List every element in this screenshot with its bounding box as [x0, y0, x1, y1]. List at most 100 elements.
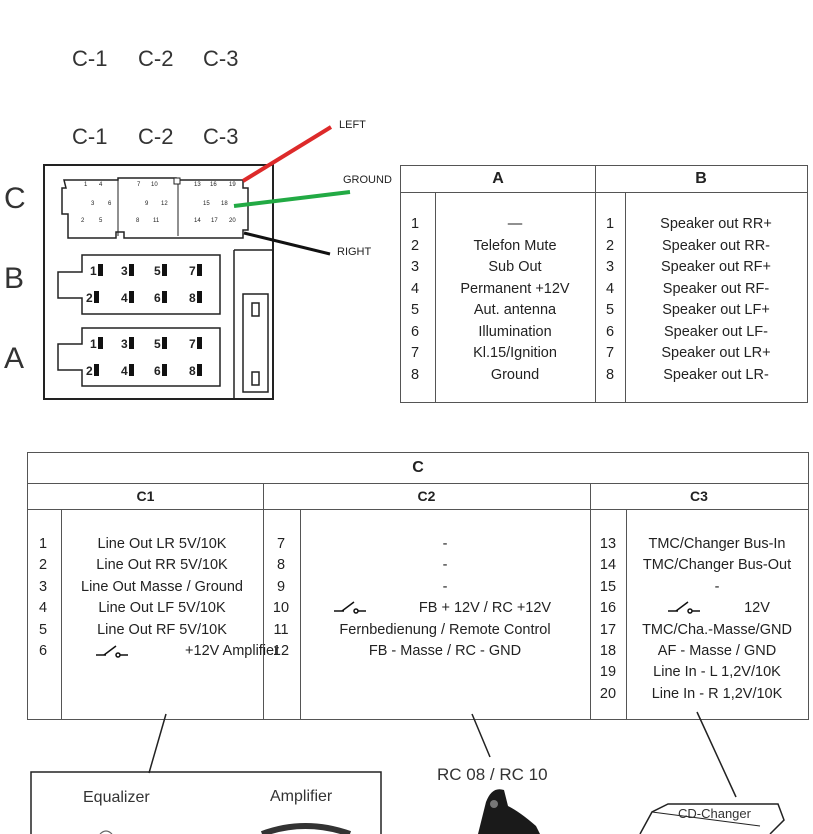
table-c-sub-c1: C1 [136, 488, 155, 504]
a-pin: 3 [121, 337, 134, 351]
table-ab-a-num: 3 [410, 259, 420, 275]
label-cd-changer: CD-Changer [678, 806, 751, 821]
row-letter-b: B [4, 262, 25, 295]
table-c3-cell: - [714, 578, 720, 595]
wire-label-right: RIGHT [337, 246, 372, 258]
table-c1-cell: Line Out RF 5V/10K [97, 621, 227, 638]
table-ab-b-num: 6 [605, 323, 615, 340]
c-pin: 2 [81, 218, 85, 224]
table-c3-num: 18 [599, 643, 617, 659]
table-c3-cell: AF - Masse / GND [657, 643, 777, 659]
table-ab-b-cell: Speaker out LF- [664, 323, 768, 340]
table-ab-a-cell: Kl.15/Ignition [473, 345, 557, 361]
table-c1-num: 5 [38, 621, 48, 638]
table-c2-cell: Fernbedienung / Remote Control [339, 621, 551, 638]
row-letter-c: C [4, 182, 26, 215]
c-pin: 13 [194, 182, 201, 188]
wire-label-left: LEFT [339, 119, 366, 131]
table-c-sub-c3: C3 [690, 488, 708, 504]
b-pin: 4 [121, 291, 134, 305]
c-pin: 15 [203, 201, 210, 207]
table-c2-num: 12 [272, 643, 290, 659]
b-pin: 7 [189, 264, 202, 278]
b-pin: 8 [189, 291, 202, 305]
table-c3-cell: Line In - L 1,2V/10K [653, 664, 781, 681]
table-ab-a-num: 5 [410, 302, 420, 318]
table-c2-cell: FB + 12V / RC +12V [418, 600, 552, 617]
table-ab-b-num: 7 [605, 345, 615, 361]
connector-diagram [43, 125, 351, 400]
c-pin: 20 [229, 218, 236, 224]
table-c2-num: 10 [272, 600, 290, 617]
table-ab-b-cell: Speaker out RR+ [660, 216, 772, 232]
remote-control-icon [478, 789, 540, 834]
table-c3-cell: Line In - R 1,2V/10K [651, 685, 783, 702]
table-ab-a-num: 4 [410, 280, 420, 297]
table-c3-num: 19 [599, 664, 617, 681]
table-c2-num: 7 [276, 536, 286, 552]
table-ab-b-num: 8 [605, 366, 615, 383]
a-pin: 2 [86, 364, 99, 378]
label-amplifier: Amplifier [270, 788, 333, 805]
table-ab-a-num: 8 [410, 366, 420, 383]
b-pin: 5 [154, 264, 167, 278]
table-ab-a-num: 1 [410, 216, 420, 232]
b-pin: 2 [86, 291, 99, 305]
label-rc: RC 08 / RC 10 [437, 765, 548, 784]
table-c3-num: 17 [599, 621, 617, 638]
c-pin: 11 [153, 218, 160, 224]
table-ab-a-cell: Illumination [478, 323, 552, 340]
table-c2-num: 11 [273, 621, 289, 638]
table-ab-b-num: 4 [605, 280, 615, 297]
table-ab-a-cell: Sub Out [488, 259, 542, 275]
wire-label-ground: GROUND [343, 174, 392, 186]
table-ab-header-b: B [695, 170, 707, 187]
b-pin: 6 [154, 291, 167, 305]
table-c3-cell: TMC/Cha.-Masse/GND [642, 621, 792, 638]
a-pin: 8 [189, 364, 202, 378]
table-ab-a-cell: Ground [490, 366, 540, 383]
table-ab-b-cell: Speaker out RR- [662, 237, 770, 254]
table-c1-num: 3 [38, 578, 48, 595]
row-letter-a: A [4, 342, 25, 375]
table-c1-cell: +12V Amplifier [185, 643, 279, 659]
remote-button-icon [490, 800, 498, 808]
table-c2-num: 8 [276, 557, 286, 574]
table-c1-cell: Line Out LR 5V/10K [97, 536, 227, 552]
c-pin: 3 [91, 201, 95, 207]
c-pin: 7 [137, 182, 141, 188]
table-c3-num: 16 [599, 600, 617, 617]
label-equalizer: Equalizer [83, 789, 150, 806]
header-c3-top: C-3 [203, 46, 239, 71]
header-c1-top: C-1 [72, 46, 108, 71]
table-c2-cell: - [442, 557, 448, 574]
table-c1-cell: Line Out Masse / Ground [81, 578, 243, 595]
table-c3-num: 14 [599, 557, 617, 574]
table-c2-cell: - [442, 578, 448, 595]
equalizer-icon [99, 830, 113, 834]
b-pin: 1 [90, 264, 103, 278]
table-ab-b-cell: Speaker out RF+ [660, 259, 772, 275]
table-c1-num: 4 [38, 600, 48, 617]
table-ab-a-num: 2 [410, 237, 420, 254]
table-ab-a-cell: Telefon Mute [473, 237, 557, 254]
switch-icon [96, 645, 128, 658]
c-pin: 9 [145, 201, 149, 207]
a-pin: 4 [121, 364, 134, 378]
c-pin: 18 [221, 201, 228, 207]
c-pin: 12 [161, 201, 168, 207]
c-pin: 14 [194, 218, 201, 224]
c-pin: 19 [229, 182, 236, 188]
a-pin: 7 [189, 337, 202, 351]
cd-changer-icon [639, 803, 785, 834]
a-pin: 5 [154, 337, 167, 351]
table-c2-cell: FB - Masse / RC - GND [368, 643, 522, 659]
table-c1-num: 2 [38, 557, 48, 574]
table-c3-num: 13 [599, 536, 617, 552]
c-pin: 1 [84, 182, 88, 188]
table-c3-num: 20 [599, 685, 617, 702]
table-ab-b-num: 1 [605, 216, 615, 232]
table-ab-b-num: 5 [605, 302, 615, 318]
table-ab-a-num: 6 [410, 323, 420, 340]
